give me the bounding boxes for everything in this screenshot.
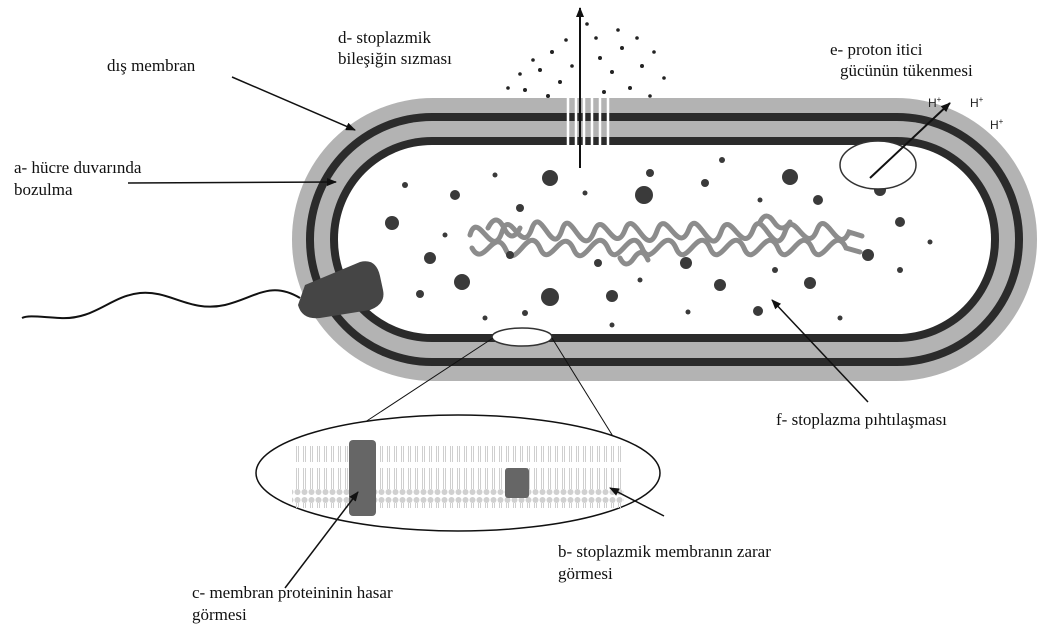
label-coagulation: f- stoplazma pıhtılaşması	[776, 410, 947, 429]
leaking-particles	[506, 22, 666, 98]
membrane-protein-small	[505, 468, 529, 498]
label-membrane-damage-line2: görmesi	[558, 564, 613, 583]
label-protein-damage-line2: görmesi	[192, 605, 247, 624]
label-proton-line2: gücünün tükenmesi	[840, 61, 973, 80]
label-wall-damage-line2: bozulma	[14, 180, 73, 199]
membrane-damage-spot	[492, 328, 552, 346]
proton-vesicle	[840, 141, 916, 189]
proton-ion-3: H+	[990, 117, 1003, 132]
label-leakage-line2: bileşiğin sızması	[338, 49, 452, 68]
flagellum	[22, 290, 300, 318]
label-wall-damage-line1: a- hücre duvarında	[14, 158, 141, 177]
lipid-bilayer	[292, 446, 624, 508]
proton-ion-1: H+	[928, 95, 941, 110]
label-proton-line1: e- proton itici	[830, 40, 923, 59]
label-protein-damage-line1: c- membran proteininin hasar	[192, 583, 393, 602]
label-leakage-line1: d- stoplazmik	[338, 28, 431, 47]
wall-damage-arrow	[128, 182, 336, 183]
outer-membrane-arrow	[232, 77, 355, 130]
membrane-protein-large	[349, 440, 376, 516]
proton-ion-2: H+	[970, 95, 983, 110]
label-membrane-damage-line1: b- stoplazmik membranın zarar	[558, 542, 771, 561]
label-outer-membrane: dış membran	[107, 56, 195, 75]
